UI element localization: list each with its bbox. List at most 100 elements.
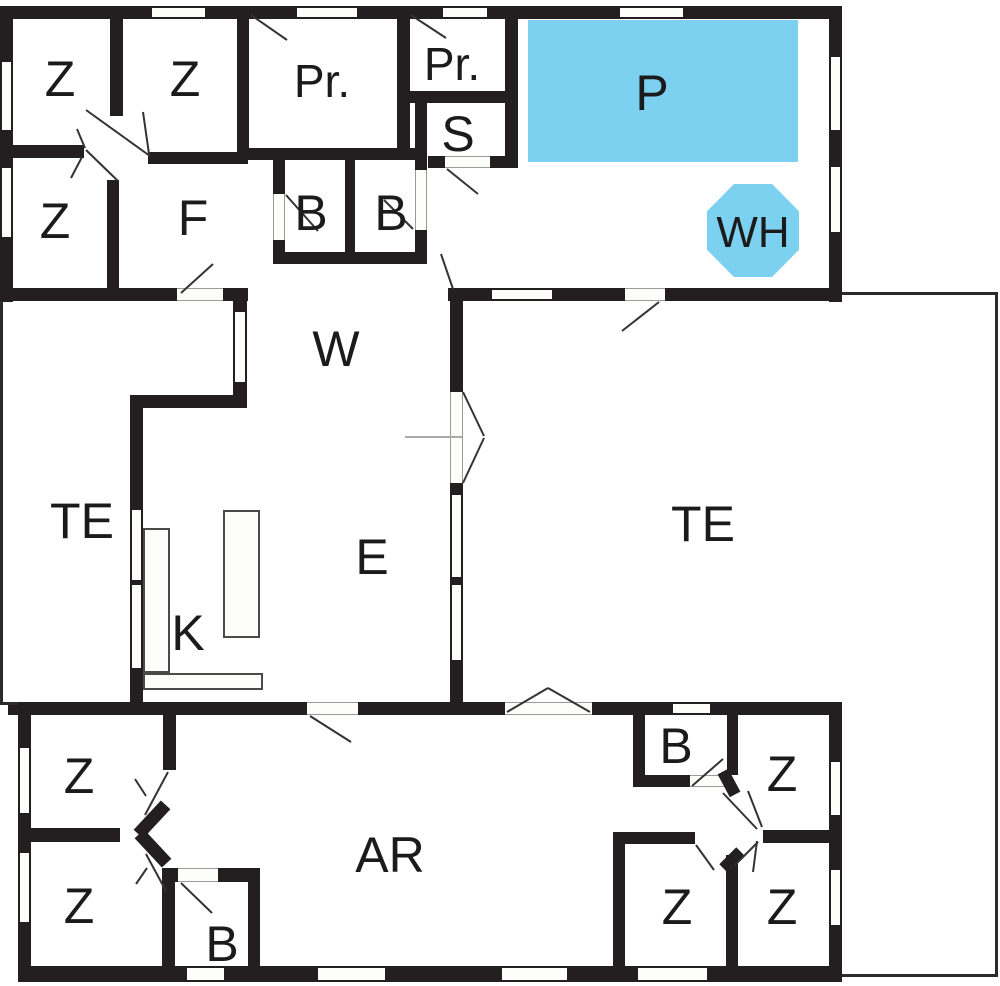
door-swing-line bbox=[747, 790, 763, 828]
window bbox=[18, 853, 31, 922]
wall bbox=[763, 830, 829, 843]
window bbox=[673, 702, 710, 715]
wall bbox=[415, 230, 427, 264]
wall bbox=[237, 148, 427, 160]
door-swing-line bbox=[440, 253, 454, 290]
window bbox=[492, 288, 552, 301]
room-label-ar: AR bbox=[355, 827, 425, 883]
room-label-b-n1: B bbox=[294, 185, 328, 241]
door-opening bbox=[177, 288, 223, 301]
door-opening bbox=[505, 702, 592, 715]
wall bbox=[8, 702, 307, 715]
window bbox=[318, 966, 385, 982]
room-label-z-se3: Z bbox=[766, 879, 798, 935]
room-label-f: F bbox=[177, 190, 209, 246]
room-label-z-nw1: Z bbox=[44, 51, 76, 107]
room-label-z-nw2: Z bbox=[169, 51, 201, 107]
door-opening bbox=[450, 392, 463, 483]
room-label-te-west: TE bbox=[50, 493, 114, 549]
door-opening bbox=[625, 288, 665, 301]
kitchen-counter bbox=[143, 673, 263, 690]
wall bbox=[8, 6, 834, 19]
door-swing-line bbox=[695, 844, 715, 871]
door-swing-line bbox=[142, 111, 150, 155]
room-label-e: E bbox=[355, 529, 389, 585]
window bbox=[0, 168, 13, 237]
window bbox=[450, 495, 463, 577]
wall bbox=[726, 855, 738, 966]
door-opening bbox=[273, 194, 285, 240]
room-label-z-se2: Z bbox=[661, 879, 693, 935]
wall bbox=[450, 301, 463, 392]
door-opening bbox=[178, 868, 218, 882]
whirlpool bbox=[707, 184, 799, 277]
wall bbox=[8, 145, 84, 158]
terrace-edge-line bbox=[0, 301, 3, 702]
room-label-s: S bbox=[441, 106, 475, 162]
wall bbox=[248, 868, 260, 966]
door-opening bbox=[415, 170, 427, 230]
window bbox=[152, 6, 205, 19]
door-swing-line bbox=[462, 391, 485, 437]
wall bbox=[273, 252, 425, 264]
room-label-pr2: Pr. bbox=[423, 38, 481, 90]
wall bbox=[633, 775, 690, 787]
room-label-b-n2: B bbox=[374, 185, 408, 241]
vestibule-line bbox=[85, 149, 119, 182]
door-swing-line bbox=[462, 437, 485, 484]
room-label-b-se: B bbox=[659, 718, 693, 774]
window bbox=[130, 510, 143, 580]
wall bbox=[163, 715, 176, 770]
wall bbox=[148, 152, 248, 164]
wall bbox=[30, 828, 120, 842]
wall bbox=[110, 6, 123, 116]
terrace-edge-line bbox=[0, 702, 18, 705]
wall bbox=[18, 966, 842, 982]
room-label-pr1: Pr. bbox=[293, 55, 351, 107]
door-opening bbox=[307, 702, 358, 715]
room-label-te-east: TE bbox=[671, 496, 735, 552]
door-swing-line bbox=[70, 156, 83, 179]
wall bbox=[345, 160, 355, 260]
door-swing-line bbox=[752, 840, 758, 873]
window bbox=[502, 966, 567, 982]
wall bbox=[829, 6, 842, 302]
wall bbox=[397, 91, 518, 103]
vestibule-line bbox=[85, 109, 151, 157]
room-label-k: K bbox=[171, 605, 205, 661]
window bbox=[450, 585, 463, 660]
vestibule-line bbox=[722, 792, 758, 830]
room-label-z-sw2: Z bbox=[63, 878, 95, 934]
door-swing-line bbox=[134, 778, 147, 797]
wall bbox=[428, 156, 445, 168]
window bbox=[130, 585, 143, 668]
kitchen-counter bbox=[143, 528, 170, 673]
window bbox=[829, 57, 842, 130]
window bbox=[620, 6, 683, 19]
window bbox=[187, 966, 224, 982]
window bbox=[0, 62, 13, 130]
window bbox=[233, 312, 247, 382]
terrace-edge-line bbox=[842, 974, 998, 977]
pool-label: P bbox=[635, 65, 669, 121]
wall bbox=[358, 702, 505, 715]
wall bbox=[613, 832, 695, 844]
wall bbox=[505, 6, 518, 168]
door-swing-line bbox=[180, 882, 213, 914]
wall bbox=[273, 160, 285, 194]
wall bbox=[829, 715, 842, 982]
wall bbox=[134, 829, 172, 868]
terrace-edge-line bbox=[995, 292, 998, 977]
door-swing-line bbox=[135, 867, 148, 885]
room-label-w: W bbox=[312, 321, 360, 377]
wall bbox=[613, 832, 625, 966]
kitchen-counter bbox=[223, 510, 260, 638]
room-label-z-sw1: Z bbox=[63, 748, 95, 804]
door-opening bbox=[445, 156, 490, 168]
window bbox=[829, 167, 842, 232]
room-label-z-se1: Z bbox=[766, 746, 798, 802]
room-label-b-sw: B bbox=[205, 916, 239, 972]
door-swing-line bbox=[621, 301, 660, 332]
window bbox=[829, 870, 842, 925]
